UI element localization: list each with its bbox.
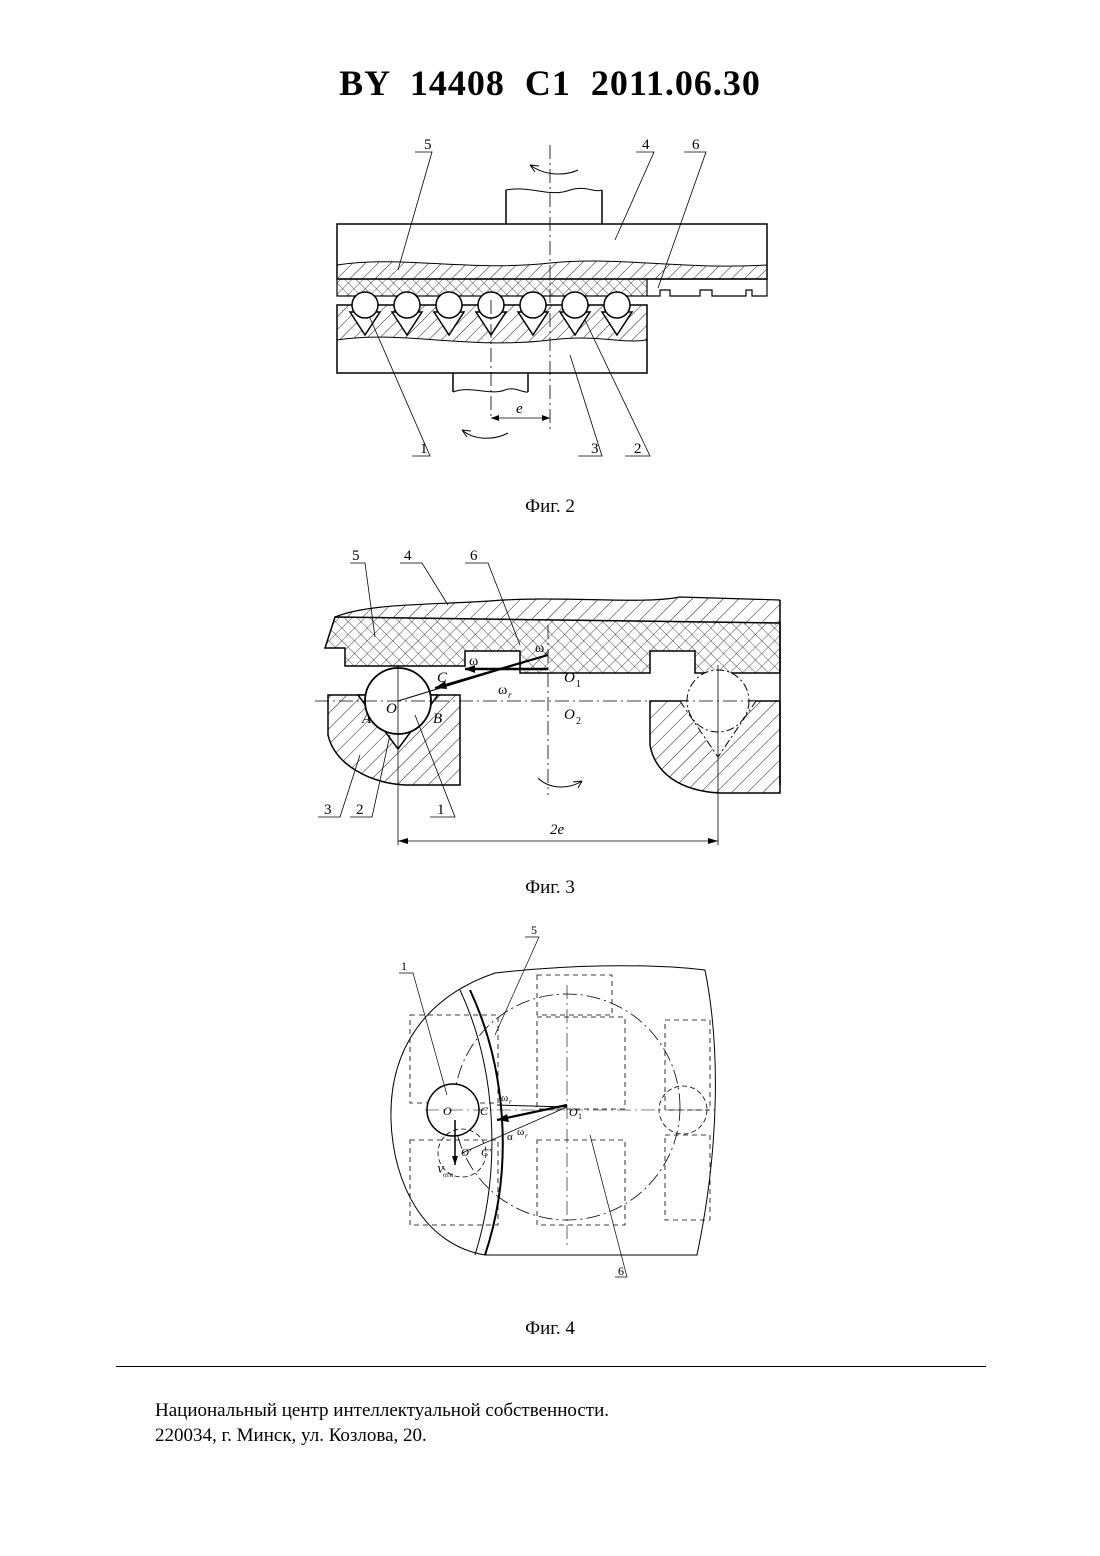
label-4: 4 <box>404 548 412 564</box>
label-3: 3 <box>591 441 599 457</box>
vector-omega-e: ω <box>535 641 544 656</box>
point-O: O <box>443 1104 452 1118</box>
label-2: 2 <box>634 441 642 457</box>
figure-4: O C O' C' O 1 α ω r ω r V отн 1 5 6 <box>385 925 725 1285</box>
figure-3: 2e A B C O O 1 O 2 ω ω e ω r 5 4 6 3 2 1 <box>310 545 790 855</box>
vector-omega-r-sub: r <box>509 1098 512 1106</box>
point-C: C <box>480 1104 489 1118</box>
point-O1: O <box>564 670 575 686</box>
label-1: 1 <box>401 959 407 973</box>
label-6: 6 <box>692 137 700 153</box>
point-C: C <box>437 670 448 686</box>
vector-omega-r-prime-sub: r <box>525 1132 528 1140</box>
figure-2: e 5 4 6 1 3 2 <box>320 130 790 470</box>
document-header: BY 14408 C1 2011.06.30 <box>0 62 1100 104</box>
point-O2-sub: 2 <box>576 716 581 727</box>
point-O1-sub: 1 <box>576 679 581 690</box>
vector-omega: ω <box>469 654 478 669</box>
footer-divider <box>116 1366 986 1367</box>
vector-v-sub: отн <box>443 1171 453 1179</box>
dim-2e-label: 2e <box>550 822 565 838</box>
point-B: B <box>433 711 442 727</box>
point-A: A <box>361 711 372 727</box>
figure-3-caption: Фиг. 3 <box>0 877 1100 899</box>
label-5: 5 <box>424 137 432 153</box>
label-1: 1 <box>420 441 428 457</box>
footer: Национальный центр интеллектуальной собс… <box>155 1398 609 1448</box>
label-6: 6 <box>470 548 478 564</box>
point-O1-sub: 1 <box>578 1112 582 1121</box>
label-1: 1 <box>437 802 445 818</box>
vector-omega-e-sub: e <box>545 648 549 658</box>
label-6: 6 <box>618 1264 624 1278</box>
point-O: O <box>386 701 397 717</box>
point-O1: O <box>569 1105 578 1119</box>
vector-omega-r: ω <box>498 683 507 698</box>
point-O-prime: O' <box>461 1147 472 1159</box>
label-2: 2 <box>356 802 364 818</box>
angle-alpha: α <box>507 1131 513 1143</box>
footer-line-2: 220034, г. Минск, ул. Козлова, 20. <box>155 1423 609 1448</box>
point-O2: O <box>564 707 575 723</box>
figure-2-caption: Фиг. 2 <box>0 496 1100 518</box>
vector-omega-r: ω <box>501 1092 508 1104</box>
vector-omega-r-sub: r <box>508 690 512 700</box>
footer-line-1: Национальный центр интеллектуальной собс… <box>155 1398 609 1423</box>
label-5: 5 <box>531 923 537 937</box>
label-5: 5 <box>352 548 360 564</box>
label-3: 3 <box>324 802 332 818</box>
dim-e-label: e <box>516 401 523 417</box>
point-C-prime: C' <box>481 1147 491 1159</box>
vector-omega-r-prime: ω <box>517 1126 524 1138</box>
figure-4-caption: Фиг. 4 <box>0 1318 1100 1340</box>
label-4: 4 <box>642 137 650 153</box>
